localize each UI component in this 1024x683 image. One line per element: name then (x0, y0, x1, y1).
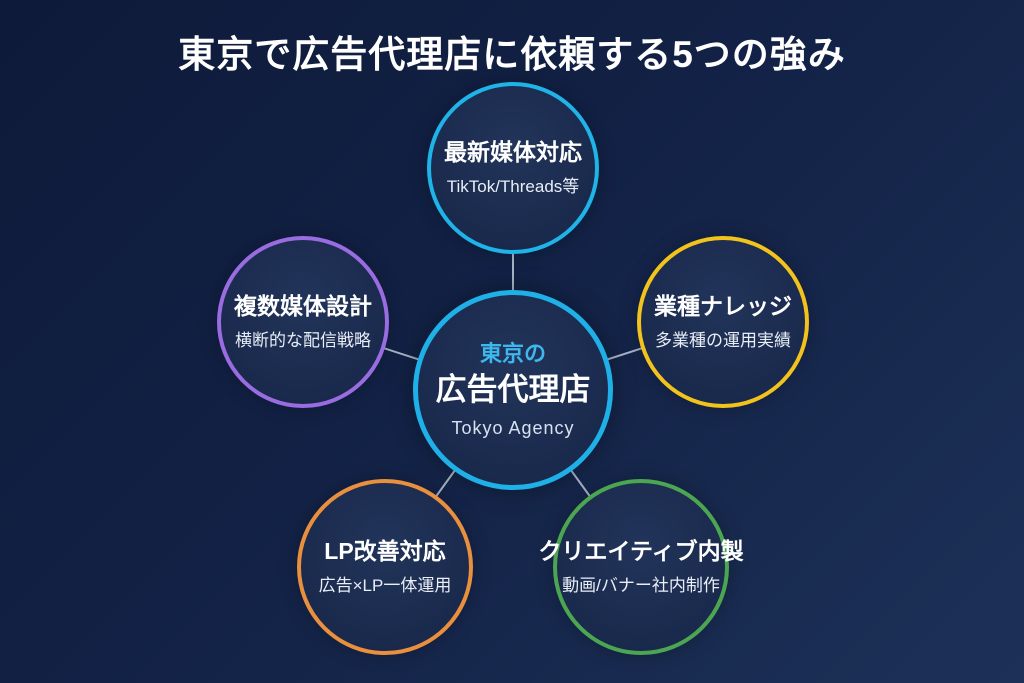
node-latest-media: 最新媒体対応 TikTok/Threads等 (427, 82, 599, 254)
center-node-accent-label: 東京の (479, 341, 546, 367)
node-heading: 業種ナレッジ (654, 292, 792, 319)
node-subtext: 横断的な配信戦略 (235, 331, 371, 351)
node-heading: クリエイティブ内製 (538, 537, 744, 564)
node-subtext: 多業種の運用実績 (655, 331, 791, 351)
center-node-subtitle: Tokyo Agency (451, 417, 575, 438)
node-subtext: TikTok/Threads等 (446, 177, 580, 197)
node-multi-media-design: 複数媒体設計 横断的な配信戦略 (217, 236, 389, 408)
node-subtext: 動画/バナー社内制作 (562, 576, 720, 596)
center-node-title: 広告代理店 (435, 371, 591, 407)
node-center-tokyo-agency: 東京の 広告代理店 Tokyo Agency (413, 290, 613, 490)
node-heading: 最新媒体対応 (444, 138, 582, 165)
node-industry-knowledge: 業種ナレッジ 多業種の運用実績 (637, 236, 809, 408)
node-subtext: 広告×LP一体運用 (318, 576, 452, 596)
page-title: 東京で広告代理店に依頼する5つの強み (178, 34, 846, 75)
node-heading: LP改善対応 (324, 537, 446, 564)
node-lp-improvement: LP改善対応 広告×LP一体運用 (297, 479, 473, 655)
node-creative-inhouse: クリエイティブ内製 動画/バナー社内制作 (538, 479, 744, 655)
node-heading: 複数媒体設計 (234, 292, 372, 319)
